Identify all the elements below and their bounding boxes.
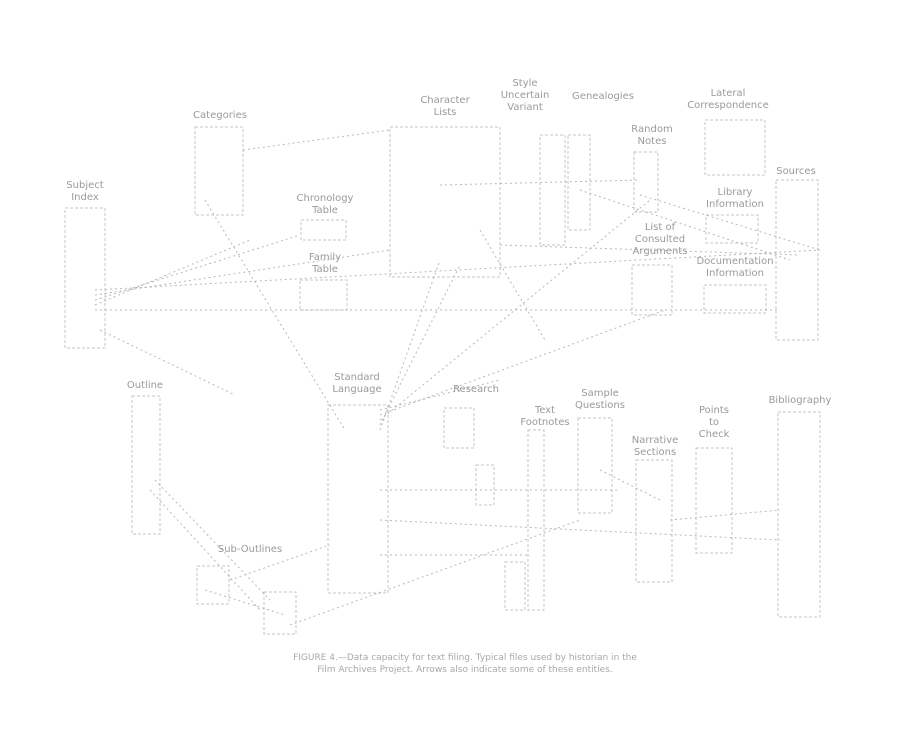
label-standard-language: Standard Language — [332, 372, 382, 395]
box-text-footnotes — [527, 429, 545, 611]
figure-caption: FIGURE 4.—Data capacity for text filing.… — [293, 653, 637, 675]
label-bibliography: Bibliography — [768, 395, 832, 406]
box-points-to-check — [695, 447, 733, 554]
box-random-notes — [633, 151, 659, 213]
label-chronology-table: Chronology Table — [296, 193, 354, 216]
box-lateral-correspondence — [704, 119, 766, 176]
label-character-lists: Character Lists — [420, 95, 470, 118]
box-bibliography — [777, 411, 821, 618]
box-misc-1 — [475, 464, 495, 506]
label-consulted-arguments: List of Consulted Arguments — [632, 222, 688, 257]
box-style-variant — [539, 134, 566, 246]
box-sample-questions — [577, 417, 613, 514]
box-family-table — [299, 279, 348, 311]
box-sub-outlines-b — [263, 591, 297, 635]
box-categories — [194, 126, 244, 216]
box-consulted-arguments — [631, 264, 673, 316]
label-categories: Categories — [193, 110, 247, 121]
label-outline: Outline — [126, 380, 164, 391]
label-lateral-correspondence: Lateral Correspondence — [687, 88, 769, 111]
box-sub-outlines-a — [196, 565, 230, 605]
label-library-information: Library Information — [706, 187, 764, 210]
label-random-notes: Random Notes — [631, 124, 673, 147]
node-boxes — [64, 119, 821, 635]
box-documentation-information — [703, 284, 767, 314]
label-text-footnotes: Text Footnotes — [520, 405, 570, 428]
label-sample-questions: Sample Questions — [575, 388, 625, 411]
box-outline — [131, 395, 161, 535]
label-points-to-check: Points to Check — [698, 405, 730, 440]
label-style-variant: Style Uncertain Variant — [500, 78, 550, 113]
box-library-information — [705, 214, 759, 244]
box-chronology-table — [300, 219, 347, 241]
label-sub-outlines: Sub-Outlines — [217, 544, 283, 555]
label-genealogies: Genealogies — [572, 91, 634, 102]
label-research: Research — [453, 384, 499, 395]
box-sources — [775, 179, 819, 341]
box-misc-2 — [504, 561, 526, 611]
label-narrative-sections: Narrative Sections — [631, 435, 679, 458]
label-family-table: Family Table — [308, 252, 342, 275]
label-documentation-information: Documentation Information — [696, 256, 774, 279]
label-sources: Sources — [776, 166, 816, 177]
box-narrative-sections — [635, 459, 673, 583]
box-subject-index — [64, 207, 106, 349]
box-standard-language — [327, 404, 389, 594]
connector-lines — [94, 129, 821, 626]
box-genealogies — [567, 134, 591, 231]
box-character-lists — [389, 126, 501, 278]
box-research — [443, 407, 475, 449]
label-subject-index: Subject Index — [66, 180, 104, 203]
